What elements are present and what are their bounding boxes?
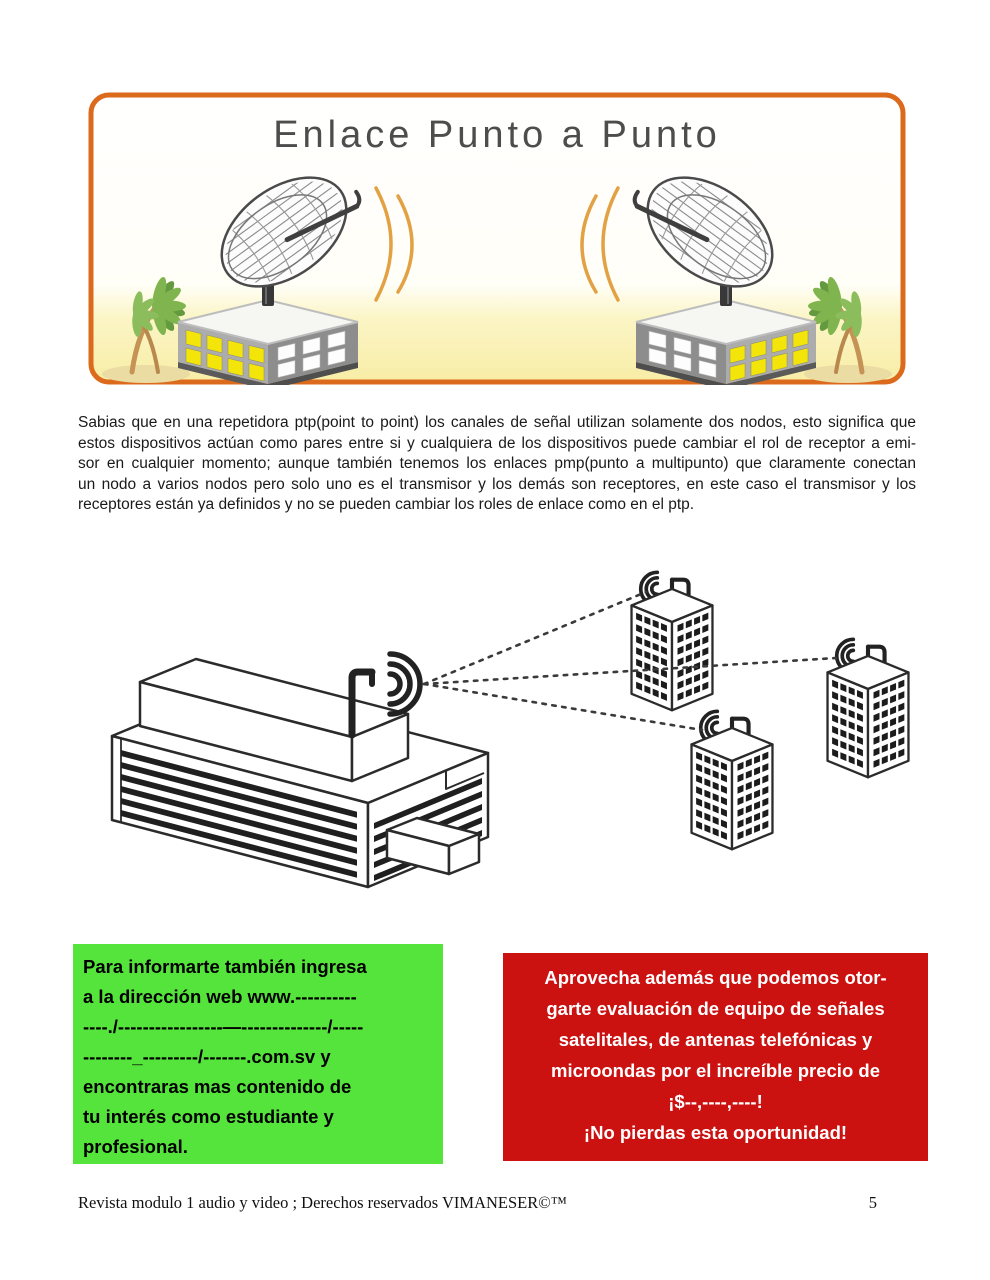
receiver-tower-1 xyxy=(632,572,713,710)
green-box-line: tu interés como estudiante y xyxy=(83,1106,334,1127)
radio-antenna-icon xyxy=(348,651,423,739)
footer-text: Revista modulo 1 audio y video ; Derecho… xyxy=(78,1193,567,1212)
green-box-line: a la dirección web www.---------- xyxy=(83,986,357,1007)
paragraph-line: receptores están ya definidos y no se pu… xyxy=(78,496,695,513)
paragraph-line: Sabias que en una repetidora ptp(point t… xyxy=(78,414,916,431)
red-box-line: ¡No pierdas esta oportunidad! xyxy=(583,1122,848,1143)
dashed-link-line-1 xyxy=(422,590,648,686)
info-green-box: Para informarte también ingresa a la dir… xyxy=(73,944,443,1164)
red-box-line: Aprovecha además que podemos otor- xyxy=(544,967,887,988)
promo-red-box: Aprovecha además que podemos otor- garte… xyxy=(503,953,928,1161)
red-box-line: satelitales, de antenas telefónicas y xyxy=(558,1029,873,1050)
green-box-line: ----./-----------------—--------------/-… xyxy=(83,1016,364,1037)
red-box-line: ¡$--,----,----! xyxy=(668,1091,763,1112)
green-box-line: profesional. xyxy=(83,1136,188,1157)
paragraph-line: un nodo a varios nodos pero solo uno es … xyxy=(78,475,916,493)
intro-paragraph: Sabias que en una repetidora ptp(point t… xyxy=(78,413,916,516)
green-box-line: encontraras mas contenido de xyxy=(83,1076,352,1097)
page-number: 5 xyxy=(868,1193,877,1212)
paragraph-line: estos dispositivos actúan como pares ent… xyxy=(78,434,916,452)
ptp-banner: Enlace Punto a Punto xyxy=(88,92,906,385)
pmp-diagram xyxy=(110,540,990,889)
transmitter-building xyxy=(110,657,490,889)
banner-scene xyxy=(88,92,906,385)
receiver-tower-3 xyxy=(692,711,773,849)
dashed-link-line-3 xyxy=(422,682,704,732)
receiver-tower-2 xyxy=(828,639,909,777)
dashed-link-line-2 xyxy=(422,656,838,686)
green-box-line: --------_---------/-------.com.sv y xyxy=(83,1046,331,1067)
paragraph-line: sor en cualquier momento; aunque también… xyxy=(78,455,916,472)
green-box-line: Para informarte también ingresa xyxy=(83,956,367,977)
banner-title: Enlace Punto a Punto xyxy=(273,114,721,156)
red-box-line: garte evaluación de equipo de señales xyxy=(546,998,885,1019)
red-box-line: microondas por el increíble precio de xyxy=(551,1060,880,1081)
